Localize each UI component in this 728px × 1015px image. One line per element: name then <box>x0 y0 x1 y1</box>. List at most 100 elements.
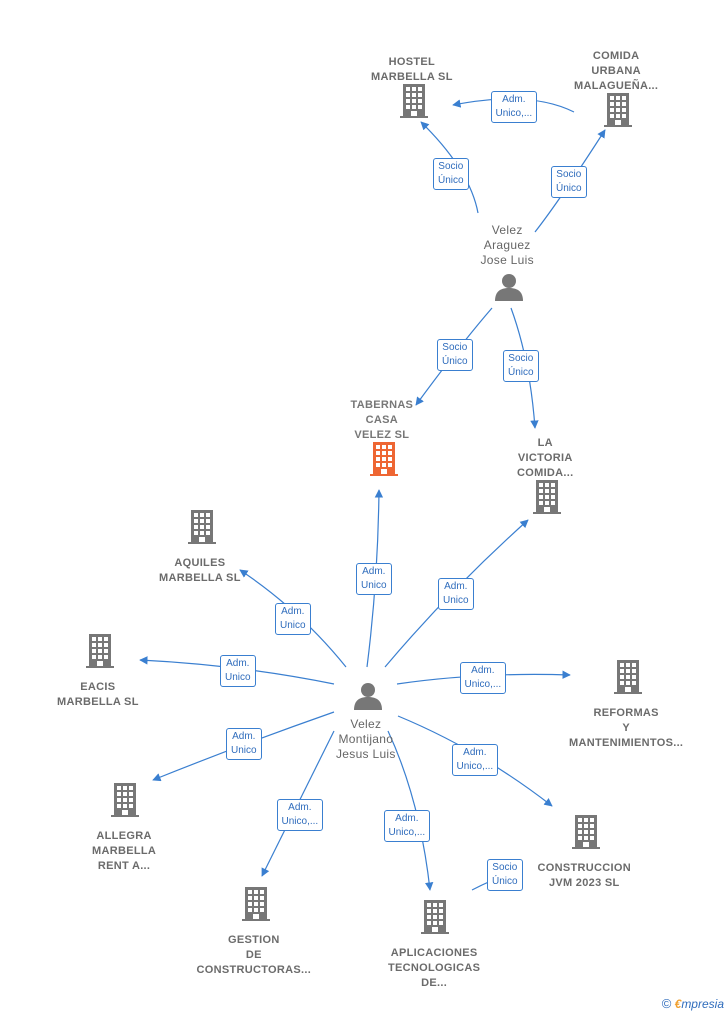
node-label-line: RENT A... <box>97 860 151 872</box>
edge-label-line: Unico <box>225 672 251 683</box>
node-label-comida-urbana[interactable]: COMIDA URBANA MALAGUEÑA... <box>574 49 658 94</box>
building-icon[interactable] <box>86 634 114 668</box>
node-label-line: DE... <box>421 977 448 989</box>
node-label-line: CONSTRUCCION <box>537 862 631 874</box>
edge-label-line: Adm. <box>444 581 468 592</box>
node-label-line: VELEZ SL <box>354 429 410 441</box>
edge-label-line: Adm. <box>362 566 386 577</box>
edge-label[interactable]: Adm.Unico <box>275 603 311 635</box>
building-icon[interactable] <box>614 660 642 694</box>
node-label-line: TECNOLOGICAS <box>388 962 481 974</box>
edge-label-line: Socio <box>556 169 582 180</box>
edge-label-line: Adm. <box>395 813 419 824</box>
node-label-line: MARBELLA SL <box>159 572 241 584</box>
edge-label[interactable]: Adm.Unico,... <box>459 662 507 694</box>
edge-velez_montijano-to-aplicaciones <box>387 730 434 891</box>
edge-label-line: Unico,... <box>456 761 494 772</box>
node-label-line: ALLEGRA <box>96 830 152 842</box>
edge-label-line: Adm. <box>288 802 312 813</box>
node-label-line: HOSTEL <box>388 56 436 68</box>
node-label-line: AQUILES <box>174 557 226 569</box>
edge-label-line: Único <box>508 367 534 378</box>
node-label-la-victoria[interactable]: LA VICTORIA COMIDA... <box>517 436 573 481</box>
node-label-construccion[interactable]: CONSTRUCCION JVM 2023 SL <box>538 861 631 891</box>
node-label-line: DE <box>245 949 262 961</box>
node-label-line: MALAGUEÑA... <box>574 80 659 92</box>
node-label-line: Jose Luis <box>480 253 534 267</box>
building-icon[interactable] <box>400 84 428 118</box>
building-icon[interactable] <box>188 510 216 544</box>
node-label-line: APLICACIONES <box>390 947 478 959</box>
building-icon[interactable] <box>370 442 398 476</box>
node-label-line: EACIS <box>80 681 116 693</box>
node-label-line: REFORMAS <box>593 707 659 719</box>
edge-label-line: Único <box>492 876 518 887</box>
person-icon[interactable] <box>495 274 523 301</box>
edge-label-line: Adm. <box>471 665 495 676</box>
edge-label-line: Socio <box>442 342 468 353</box>
node-label-line: CONSTRUCTORAS... <box>196 964 312 976</box>
edge-label-line: Adm. <box>232 731 256 742</box>
building-icon[interactable] <box>421 900 449 934</box>
node-label-line: Velez <box>491 223 523 237</box>
edge-label[interactable]: Adm. Unico <box>226 728 262 760</box>
edge-label-line: Adm. <box>463 747 487 758</box>
edge-label-line: Socio <box>492 862 518 873</box>
edge-label[interactable]: Adm. Unico <box>438 578 474 610</box>
node-label-line: Y <box>622 722 630 734</box>
brand-logo-text: mpresia <box>681 997 724 1011</box>
edge-label-line: Unico,... <box>388 827 426 838</box>
copyright-symbol: © <box>661 996 672 1011</box>
node-label-aplicaciones[interactable]: APLICACIONES TECNOLOGICAS DE... <box>388 946 480 991</box>
brand-footer: © €mpresia <box>662 996 724 1011</box>
node-label-allegra[interactable]: ALLEGRA MARBELLA RENT A... <box>92 829 156 874</box>
node-label-line: Araguez <box>483 238 531 252</box>
edge-label[interactable]: Adm. Unico,... <box>383 810 431 842</box>
edge-label[interactable]: Adm. Unico,... <box>451 744 499 776</box>
edge-label-line: Unico <box>231 745 257 756</box>
edge-label[interactable]: Adm. Unico <box>220 655 256 687</box>
edge-label-line: Adm. <box>226 658 250 669</box>
edge-label-line: Único <box>442 356 468 367</box>
edge-label-line: Socio <box>438 161 464 172</box>
node-label-line: VICTORIA <box>517 452 573 464</box>
node-label-line: JVM 2023 SL <box>548 877 620 889</box>
node-label-aquiles[interactable]: AQUILES MARBELLA SL <box>159 556 241 586</box>
node-label-line: URBANA <box>591 65 641 77</box>
brand-logo-e: € <box>674 997 682 1011</box>
node-label-line: Montijano <box>338 732 394 746</box>
edge-label-line: Unico,... <box>495 108 533 119</box>
node-label-line: MARBELLA <box>92 845 157 857</box>
node-label-line: Jesus Luis <box>336 747 396 761</box>
edge-label[interactable]: Adm.Unico,... <box>276 799 324 831</box>
building-icon[interactable] <box>111 783 139 817</box>
person-icon[interactable] <box>354 683 382 710</box>
edge-label-line: Adm. <box>502 94 526 105</box>
edge-label-line: Adm. <box>281 606 305 617</box>
node-label-line: MANTENIMIENTOS... <box>569 737 684 749</box>
node-label-line: COMIDA <box>592 50 640 62</box>
node-label-line: COMIDA... <box>517 467 574 479</box>
building-icon[interactable] <box>604 93 632 127</box>
node-label-line: LA <box>537 437 553 449</box>
edge-label-line: Único <box>438 175 464 186</box>
building-icon[interactable] <box>572 815 600 849</box>
node-label-reformas[interactable]: REFORMAS Y MANTENIMIENTOS... <box>569 706 683 751</box>
edge-label[interactable]: Adm. Unico,... <box>490 91 538 123</box>
edge-label-line: Unico <box>443 595 469 606</box>
edge-label-line: Unico <box>361 580 387 591</box>
building-icon[interactable] <box>533 480 561 514</box>
building-icon[interactable] <box>242 887 270 921</box>
edge-label[interactable]: Adm. Unico <box>356 563 392 595</box>
